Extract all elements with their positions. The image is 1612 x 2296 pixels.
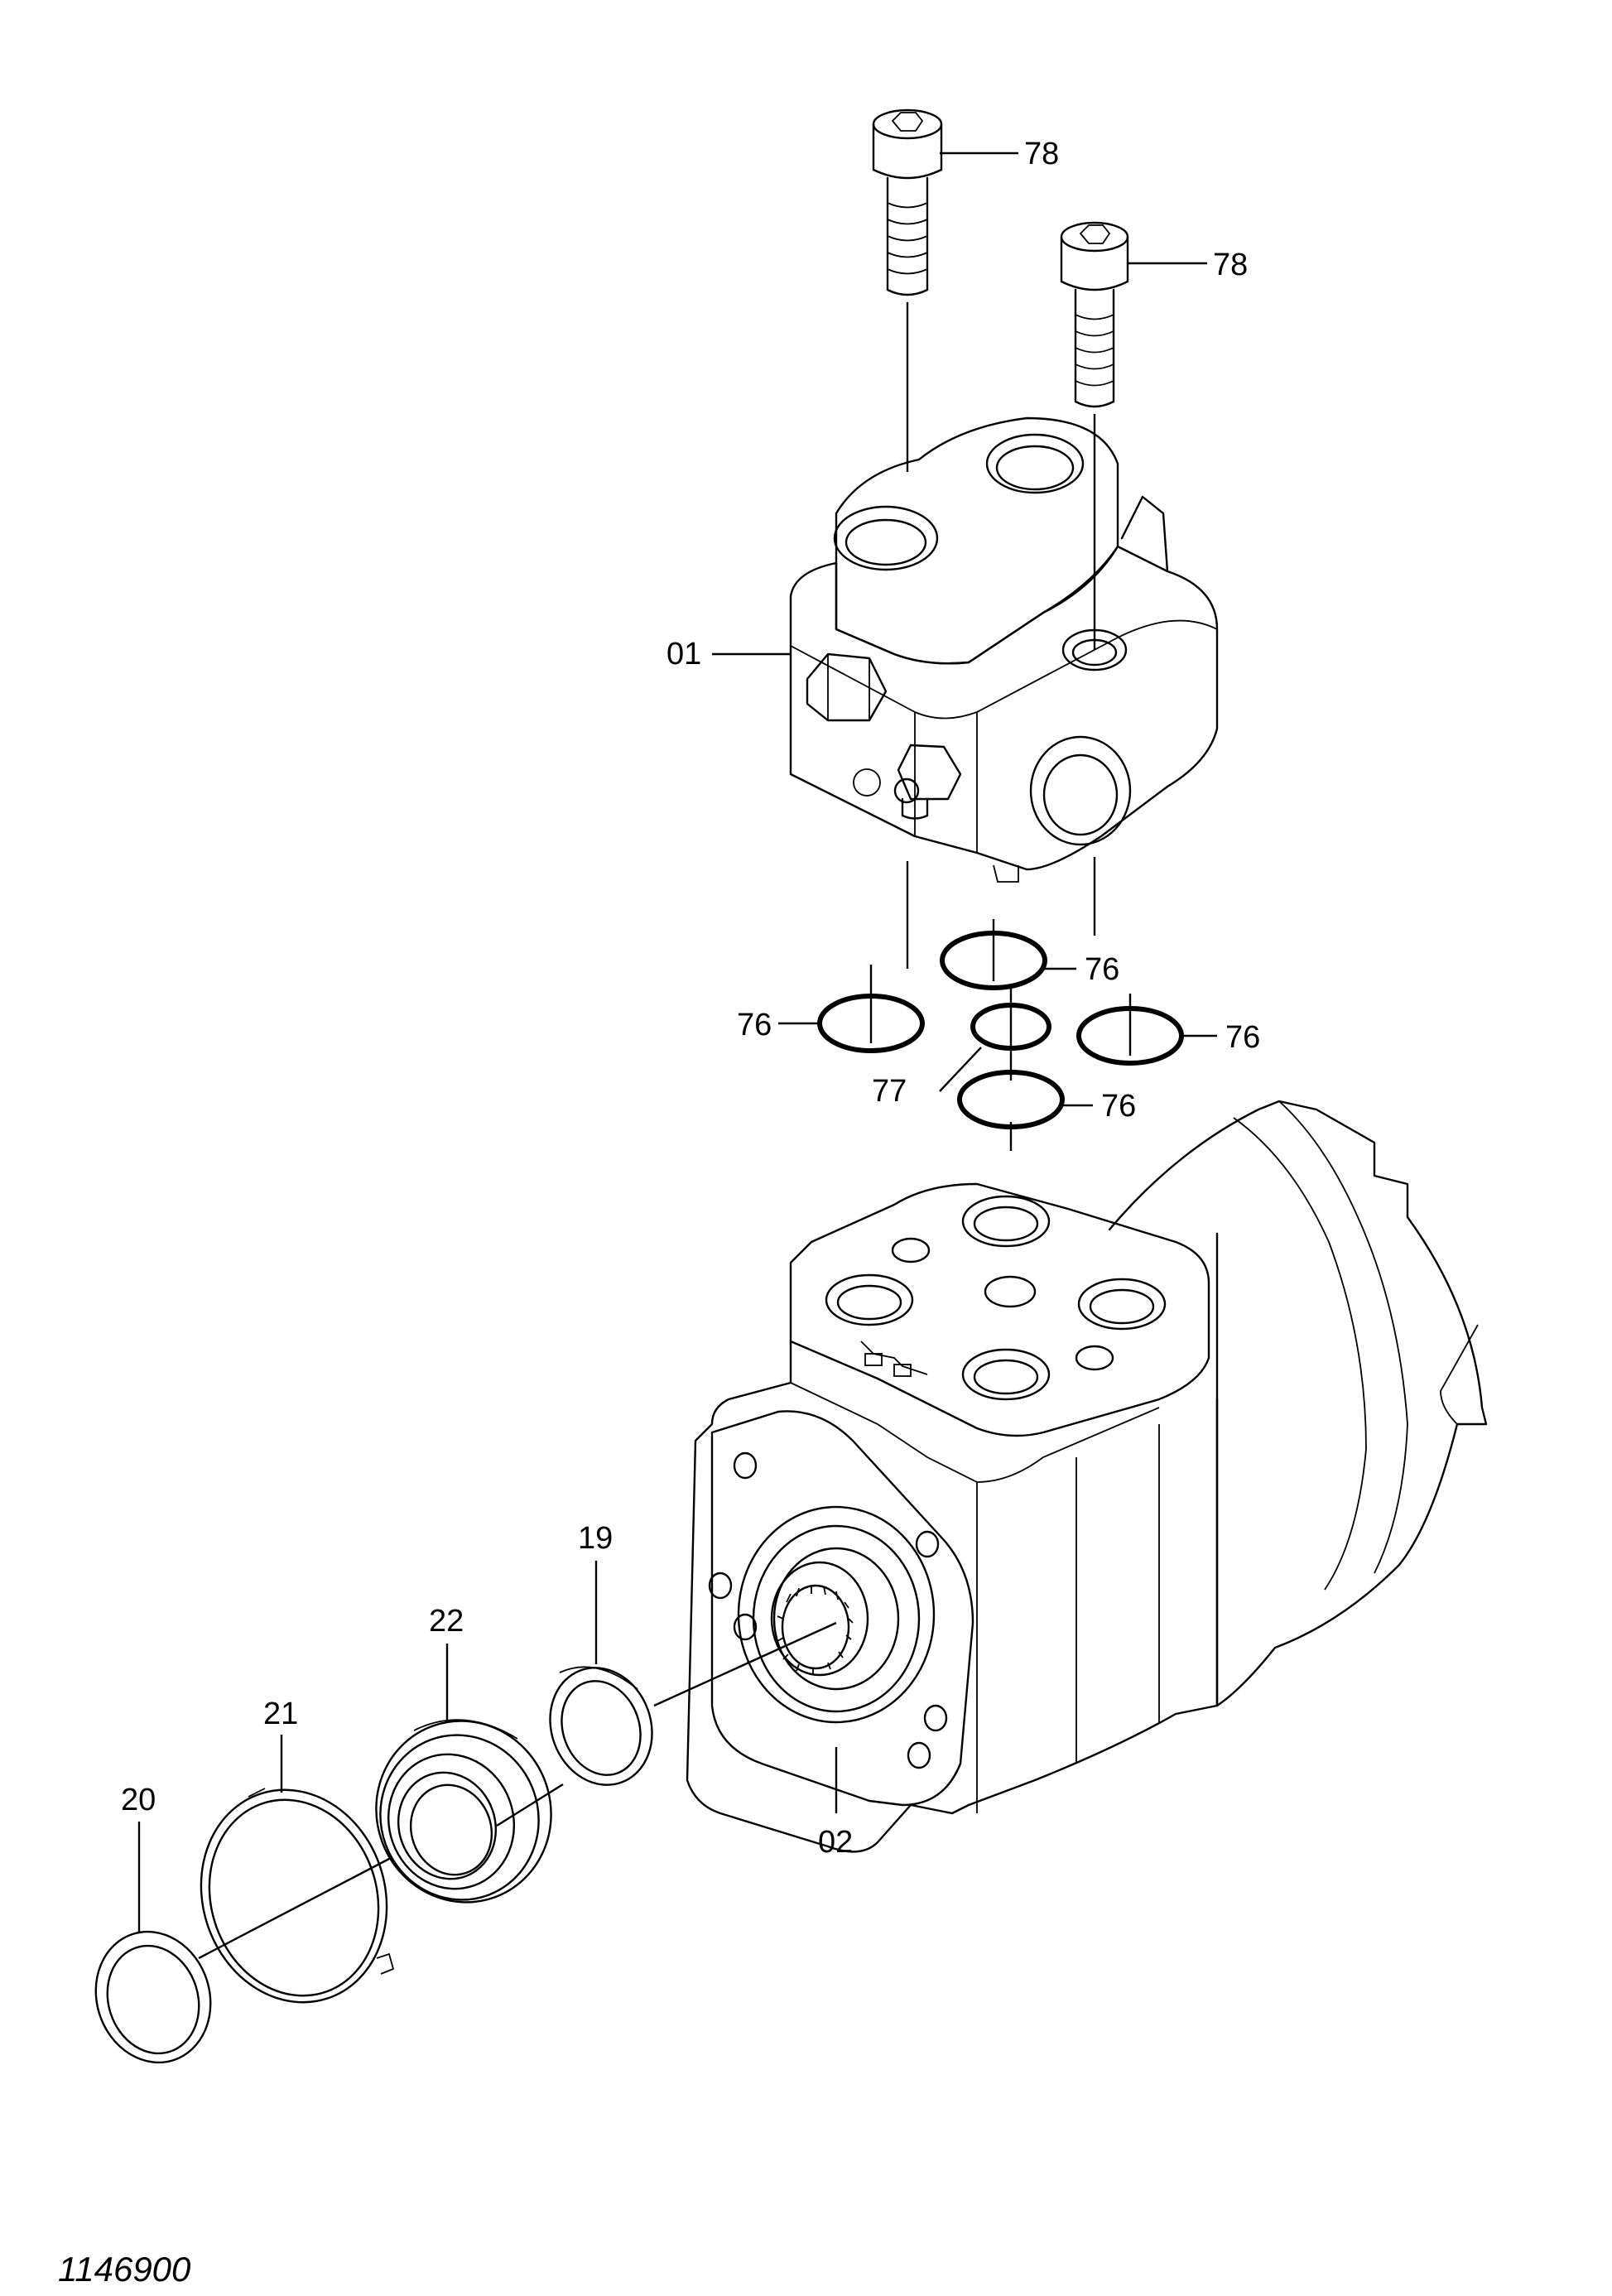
callout-76-left: 76: [737, 1008, 772, 1042]
callout-leaders: [712, 152, 1217, 1107]
figure-number: 1146900: [58, 2250, 191, 2289]
callout-21: 21: [263, 1697, 298, 1731]
washer-20: [94, 1822, 212, 2064]
callout-01: 01: [666, 637, 701, 671]
callout-76-right: 76: [1225, 1020, 1260, 1055]
callout-77: 77: [872, 1074, 907, 1109]
callout-78-top: 78: [1024, 137, 1059, 171]
o-ring-set: [817, 919, 1184, 1151]
callout-76-upper: 76: [1085, 952, 1119, 987]
retaining-ring-21: [198, 1735, 395, 2004]
callout-20: 20: [121, 1783, 156, 1817]
valve-block: [789, 416, 1219, 969]
cap-screw-right: [1060, 221, 1129, 650]
seal-ring-19: [549, 1561, 653, 1786]
callout-22: 22: [429, 1604, 464, 1639]
bushing-22: [375, 1644, 564, 1904]
steering-unit-body: [653, 1100, 1488, 1853]
callout-19: 19: [578, 1521, 613, 1556]
callout-02: 02: [818, 1825, 853, 1860]
callout-78-right: 78: [1213, 248, 1248, 282]
cap-screw-left: [872, 108, 943, 472]
callout-labels: 78 78 01 76 76 76 77 76 19 22 21 20 02 1…: [58, 137, 1260, 2289]
callout-76-lower: 76: [1101, 1089, 1136, 1124]
